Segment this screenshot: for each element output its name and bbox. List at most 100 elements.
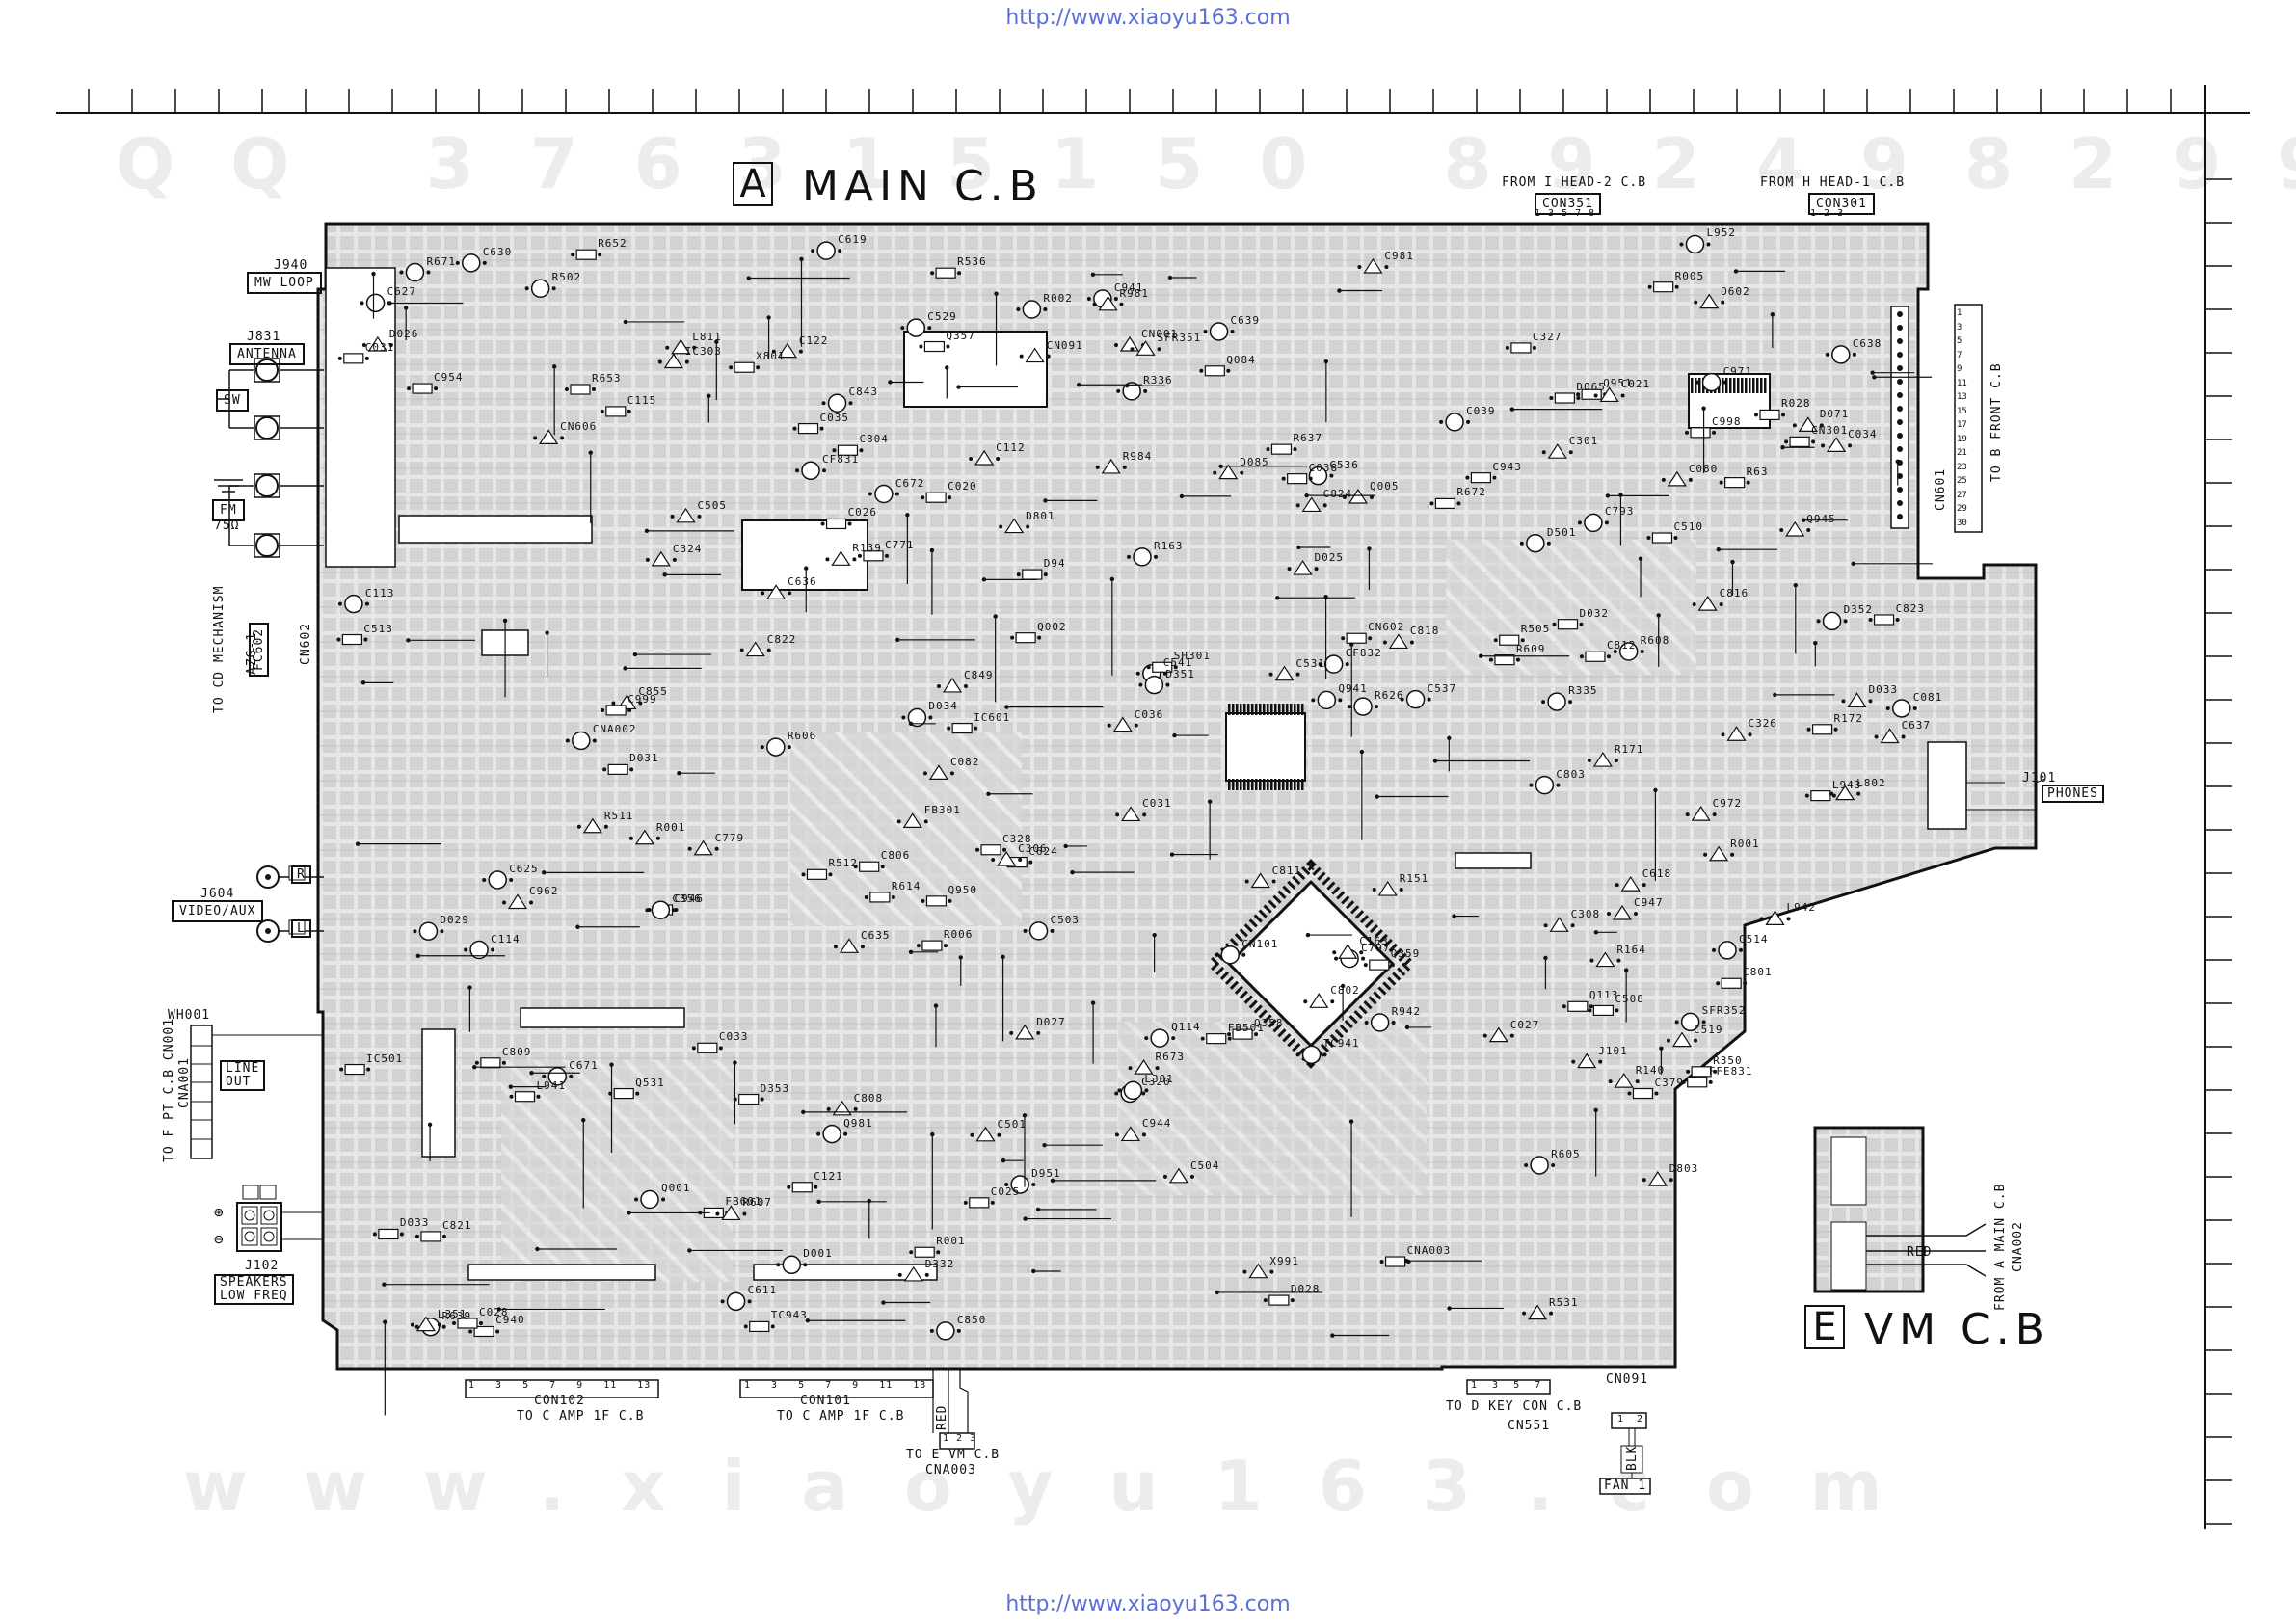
component-ref: Q951	[1603, 377, 1633, 390]
component-ref: IC601	[974, 710, 1011, 724]
speakers-line1: SPEAKERS	[220, 1275, 288, 1290]
to-vm-label: TO E VM C.B	[906, 1448, 1001, 1462]
footer-url[interactable]: http://www.xiaoyu163.com	[1005, 1592, 1291, 1616]
component-ref: C843	[848, 386, 879, 399]
component-ref: D026	[388, 327, 419, 340]
component-ref: SFR351	[1157, 332, 1202, 345]
cn601-pin-number: 29	[1957, 504, 1967, 514]
component-ref: Q001	[661, 1182, 691, 1195]
component-ref: C944	[1141, 1117, 1172, 1131]
component-ref: C020	[948, 480, 977, 493]
fm-ohm-label: 75Ω	[214, 519, 240, 533]
component-ref: R511	[603, 809, 634, 822]
component-ref: C636	[788, 575, 817, 589]
component-ref: R606	[787, 730, 817, 743]
component-ref: R006	[943, 928, 974, 942]
component-ref: C809	[501, 1045, 532, 1058]
component-ref: L351	[437, 1307, 467, 1320]
component-ref: C849	[964, 668, 994, 681]
component-ref: C531	[1295, 656, 1326, 670]
component-ref: C031	[1142, 797, 1172, 811]
component-ref: R981	[1119, 286, 1149, 300]
component-ref: C962	[528, 885, 559, 898]
cn601-pin-number: 17	[1957, 420, 1967, 430]
component-ref: C823	[1895, 601, 1926, 615]
component-ref: C510	[1673, 520, 1703, 534]
component-ref: C501	[997, 1117, 1027, 1131]
red-wire-label-right: RED	[1907, 1245, 1933, 1260]
component-ref: C812	[1606, 639, 1637, 652]
plus-symbol: ⊕	[214, 1203, 225, 1221]
component-ref: SH301	[1173, 650, 1211, 663]
component-ref: R672	[1456, 486, 1486, 499]
header-url[interactable]: http://www.xiaoyu163.com	[1005, 6, 1291, 30]
component-ref: L802	[1856, 776, 1886, 789]
component-ref: C821	[441, 1218, 472, 1232]
component-ref: C033	[718, 1030, 749, 1044]
component-ref: R637	[1293, 432, 1322, 445]
from-main-label: FROM A MAIN C.B	[1993, 1183, 2008, 1311]
wh001-label: WH001	[168, 1008, 211, 1023]
component-ref: R639	[441, 1309, 472, 1322]
component-markers	[336, 234, 1933, 1416]
component-ref: C624	[1028, 844, 1058, 858]
fc602-label: FC602	[249, 622, 269, 677]
component-ref: Q359	[1390, 947, 1421, 961]
ic501-body	[1225, 712, 1306, 782]
component-ref: C027	[1509, 1018, 1540, 1031]
component-ref: C021	[1620, 378, 1651, 391]
component-ref: L943	[1831, 778, 1862, 791]
component-ref: L942	[1786, 901, 1817, 915]
bottom-connectors	[465, 1369, 1651, 1495]
to-amp1-label: TO C AMP 1F C.B	[517, 1409, 645, 1424]
vm-pins: 1 2 3	[943, 1433, 977, 1444]
cd-mechanism-label: TO CD MECHANISM	[212, 585, 227, 713]
component-ref: D071	[1819, 408, 1850, 421]
component-ref: FB601	[725, 1195, 762, 1209]
component-ref: D501	[1546, 525, 1577, 539]
component-ref: D029	[440, 914, 469, 927]
component-ref: C541	[1162, 655, 1193, 669]
fm-label: FM	[212, 499, 245, 521]
component-ref: C816	[1719, 587, 1749, 600]
component-ref: R164	[1616, 943, 1646, 956]
j101-label: J101	[2022, 771, 2057, 785]
component-ref: C797	[1361, 941, 1391, 954]
component-ref: C811	[1271, 864, 1302, 877]
component-ref: C122	[798, 333, 829, 347]
component-ref: R336	[1143, 373, 1173, 386]
cn601-pin-number: 11	[1957, 378, 1967, 388]
component-ref: C630	[482, 245, 513, 258]
component-ref: C115	[627, 393, 657, 407]
component-ref: C999	[627, 692, 657, 706]
cn601-pin-number: 25	[1957, 476, 1967, 486]
fan-label: FAN 1	[1604, 1478, 1647, 1493]
con301-pins: 1 2 3	[1810, 208, 1845, 219]
component-ref: R942	[1391, 1004, 1422, 1018]
component-ref: C802	[1330, 984, 1360, 998]
component-ref: R607	[742, 1196, 772, 1210]
component-ref: C537	[1427, 681, 1457, 695]
component-ref: C320	[1141, 1076, 1171, 1089]
component-ref: L301	[1144, 1073, 1174, 1086]
component-ref: D001	[803, 1247, 833, 1261]
line-out-line2: OUT	[226, 1075, 252, 1089]
cn601-pin-number: 3	[1957, 322, 1962, 333]
component-ref: D085	[1240, 455, 1269, 468]
component-ref: D033	[1868, 683, 1898, 697]
cn601-pin-number: 1	[1957, 308, 1962, 318]
board-a-letter: A	[733, 162, 773, 206]
component-ref: C954	[434, 371, 464, 385]
component-ref: FFE831	[1708, 1064, 1753, 1078]
right-ruler-ticks	[2205, 178, 2232, 1525]
component-ref: C771	[884, 538, 915, 551]
component-ref: C503	[1050, 913, 1081, 926]
fan-pins: 1 2	[1617, 1414, 1644, 1424]
component-ref: C536	[1329, 458, 1359, 471]
component-ref: Q981	[843, 1116, 873, 1130]
j940-label: J940	[274, 258, 308, 273]
cn601-pin-number: 30	[1957, 518, 1967, 528]
component-ref: IC303	[684, 344, 722, 358]
component-ref: C504	[1189, 1158, 1220, 1172]
